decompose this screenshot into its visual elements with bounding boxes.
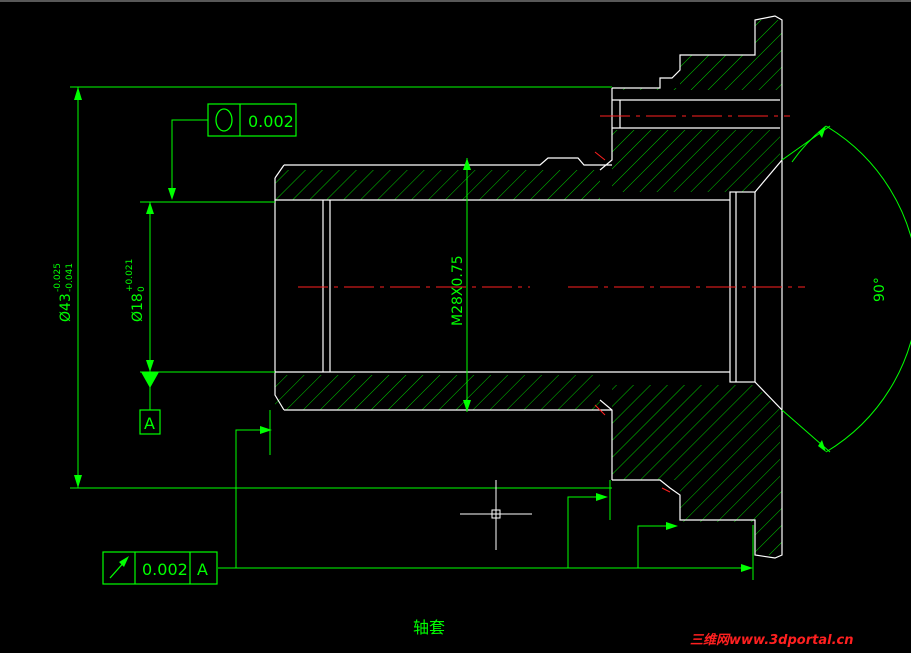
roundness-value: 0.002 [248,112,294,131]
datum-label: A [144,414,155,433]
outer-diameter-prefix: Ø43 [58,293,74,322]
dimension-lines [70,86,911,580]
datum-triangle-symbol [141,372,159,388]
bore-diameter-upper: +0.021 [125,259,135,292]
runout-datum: A [197,560,208,579]
circularity-icon [215,108,233,132]
bore-diameter-prefix: Ø18 [130,293,146,322]
watermark-text: 三维网www.3dportal.cn [690,632,853,648]
chamfer-angle-dimension: 90° [872,277,888,302]
runout-value: 0.002 [142,560,188,579]
roundness-tolerance-frame: 0.002 [207,103,297,137]
dimension-arrowheads [74,87,826,572]
datum-label-box: A [139,409,161,435]
runout-arrow-icon [109,556,129,579]
outer-diameter-lower: -0.041 [65,263,75,292]
centerlines [298,115,805,493]
drawing-caption: 轴套 [413,618,445,637]
thread-dimension: M28X0.75 [450,255,466,326]
section-hatching [275,20,782,555]
runout-tolerance-frame: 0.002 A [102,551,218,585]
outer-diameter-dimension: Ø43 -0.025 -0.041 [53,263,75,322]
bore-diameter-dimension: Ø18 +0.021 0 [125,259,147,322]
outer-diameter-upper: -0.025 [53,263,63,292]
bore-diameter-lower: 0 [137,286,147,292]
crosshair-cursor-icon [460,480,532,550]
